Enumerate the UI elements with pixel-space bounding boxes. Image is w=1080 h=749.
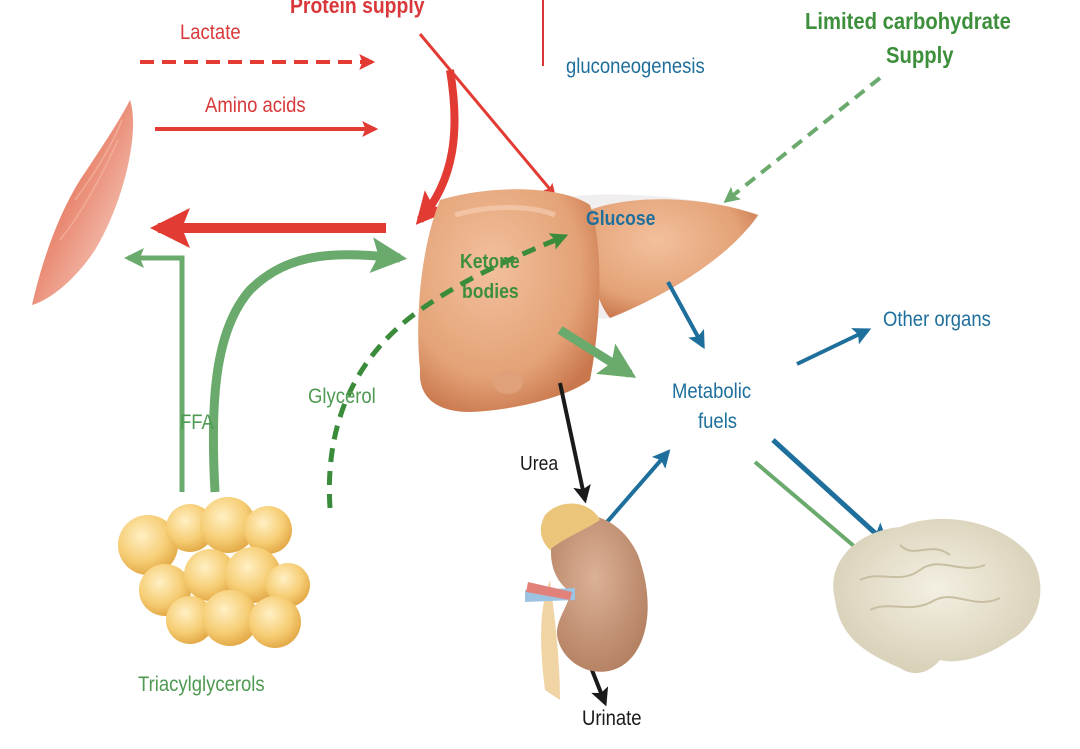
ketone-to-brain-arrow [753,460,871,561]
other-organs-label: Other organs [883,308,991,331]
fuels-to-brain-arrow [771,438,890,547]
urinate-label: Urinate [582,707,642,730]
ffa-to-liver-arrow [208,237,408,493]
lactate-label: Lactate [180,21,241,44]
metabolic-label: Metabolic [672,380,752,403]
ffa-to-muscle-arrow [124,248,185,492]
urea-label: Urea [520,453,559,475]
ffa-label: FFA [180,411,214,434]
ketone-to-fuels-arrow [557,326,637,378]
gluconeogenesis-label: gluconeogenesis [566,55,705,78]
protein-supply-diagonal-arrow [418,33,556,196]
fuels-label: fuels [698,410,738,433]
limited-carbohydrate-label: Limited carbohydrate [805,8,1011,34]
protein-supply-curved-arrow [415,69,459,225]
amino-acids-label: Amino acids [205,94,306,117]
glucose-to-fuels-arrow [666,281,705,350]
brain-illustration [833,518,1041,674]
kidney-illustration [525,503,648,700]
fuels-to-other-organs-arrow [796,328,872,366]
muscle-illustration [32,100,134,305]
triacylglycerols-label: Triacylglycerols [138,673,265,696]
kidney-to-fuels-arrow [605,449,671,524]
limited-carbohydrate-arrow [723,76,882,203]
ketone-label: Ketone [460,251,520,273]
glucose-label: Glucose [586,208,656,230]
supply-label: Supply [886,42,954,68]
adipose-tissue-illustration [118,497,310,648]
glycerol-to-glucose-arrow [326,233,569,509]
urea-arrow [558,382,591,504]
bodies-label: bodies [462,281,519,303]
glycerol-label: Glycerol [308,385,376,408]
protein-supply-label: Protein supply [290,0,425,18]
